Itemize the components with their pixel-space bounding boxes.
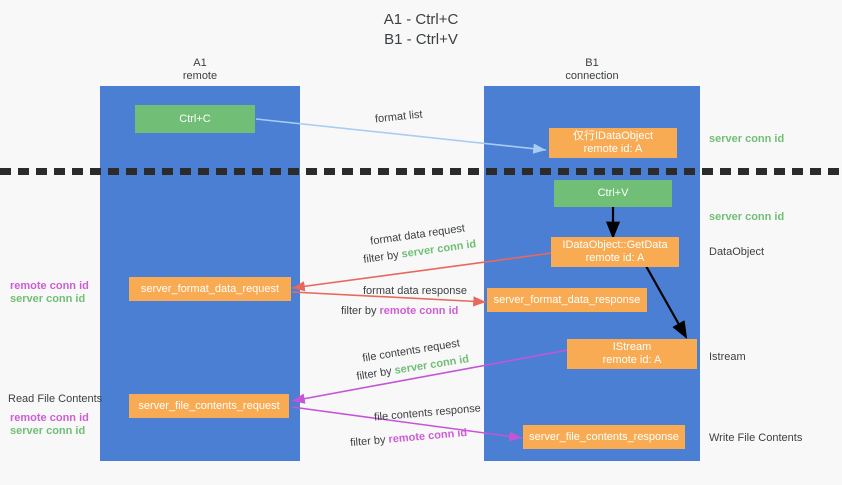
filter-prefix: filter by	[341, 305, 380, 317]
filter-value-remote-conn-id: remote conn id	[379, 305, 459, 317]
edge-label-file-contents-response-filter: filter by remote conn id	[350, 426, 468, 451]
box-istream[interactable]: IStream remote id: A	[567, 339, 697, 369]
box-ctrl-v[interactable]: Ctrl+V	[554, 180, 672, 207]
box-idataobject-getdata[interactable]: IDataObject::GetData remote id: A	[551, 237, 679, 267]
box-server-file-contents-request[interactable]: server_file_contents_request	[129, 394, 289, 418]
box-ctrl-c[interactable]: Ctrl+C	[135, 105, 255, 133]
lane-header-a1: A1 remote	[182, 57, 218, 82]
phase-divider	[0, 168, 842, 175]
filter-prefix: filter by	[362, 248, 403, 266]
filter-prefix: filter by	[355, 364, 396, 383]
annotation-read-file-contents: Read File Contents	[8, 393, 103, 405]
filter-value-remote-conn-id: remote conn id	[388, 426, 468, 446]
annotation-remote-conn-id-2: remote conn id	[10, 412, 89, 424]
annotation-server-conn-id-1: server conn id	[10, 293, 86, 305]
box-server-format-data-request[interactable]: server_format_data_request	[129, 277, 291, 301]
annotation-remote-conn-id-1: remote conn id	[10, 280, 89, 292]
lane-header-b1: B1 connection	[565, 57, 619, 82]
annotation-server-conn-id-top: server conn id	[709, 133, 785, 145]
filter-prefix: filter by	[349, 433, 390, 450]
edge-label-file-contents-response: file contents response	[373, 402, 482, 424]
edge-label-format-list: format list	[374, 108, 424, 126]
annotation-dataobject: DataObject	[709, 246, 765, 258]
edge-label-format-data-response: format data response	[363, 285, 467, 297]
edge-label-format-data-response-filter: filter by remote conn id	[341, 304, 458, 319]
annotation-write-file-contents: Write File Contents	[709, 432, 803, 444]
box-idataobject-remote[interactable]: 仅行IDataObject remote id: A	[549, 128, 677, 158]
annotation-server-conn-id-mid: server conn id	[709, 211, 785, 223]
annotation-server-conn-id-2: server conn id	[10, 425, 86, 437]
box-server-file-contents-response[interactable]: server_file_contents_response	[523, 425, 685, 449]
annotation-istream: Istream	[709, 351, 746, 363]
box-server-format-data-response[interactable]: server_format_data_response	[487, 288, 647, 312]
page-title: A1 - Ctrl+C B1 - Ctrl+V	[383, 11, 459, 48]
